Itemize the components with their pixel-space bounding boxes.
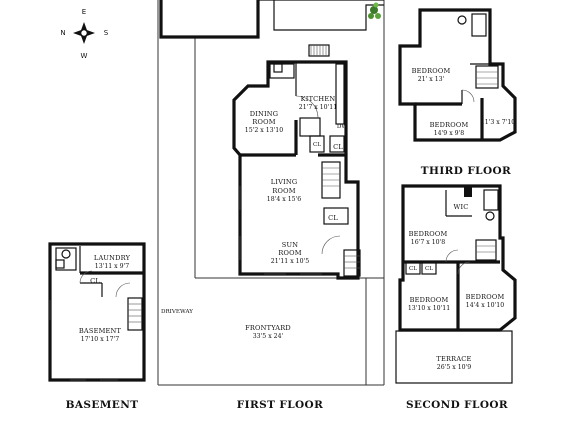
dining-room-label-2: ROOM xyxy=(252,118,275,126)
basement-closet-label: CL xyxy=(90,277,100,285)
basement-room-dim: 17'10 x 17'7 xyxy=(81,336,119,343)
second-bedroom-1-dim: 16'7 x 10'8 xyxy=(411,239,446,246)
third-bedroom-1-label: BEDROOM xyxy=(412,67,451,75)
compass-label-w: W xyxy=(81,52,88,60)
third-bedroom-3-dim: 11'3 x 7'10 xyxy=(481,119,516,126)
second-bedroom-2-dim: 13'10 x 10'11 xyxy=(408,305,450,312)
third-floor-plan: BEDROOM 21' x 13' BEDROOM 14'9 x 9'8 11'… xyxy=(398,8,517,142)
compass-label-s: S xyxy=(104,29,109,37)
basement-title: BASEMENT xyxy=(66,399,139,411)
first-closet-a-label: CL xyxy=(313,142,321,148)
driveway-label: DRIVEWAY xyxy=(161,309,193,315)
third-bedroom-2-dim: 14'9 x 9'8 xyxy=(434,130,465,137)
first-floor-title: FIRST FLOOR xyxy=(237,399,323,411)
second-bedroom-3-dim: 14'4 x 10'10 xyxy=(466,302,504,309)
first-closet-b-label: CL xyxy=(333,143,343,151)
sun-room-label-2: ROOM xyxy=(278,249,301,257)
second-floor-plan: WIC BEDROOM 16'7 x 10'8 CL CL BEDROOM 13… xyxy=(395,184,517,384)
second-bedroom-1-label: BEDROOM xyxy=(409,230,448,238)
first-closet-c-label: CL xyxy=(328,214,338,222)
walk-in-closet-label: WIC xyxy=(453,203,468,211)
living-room-label-2: ROOM xyxy=(272,187,295,195)
kitchen-dim: 21'7 x 10'11 xyxy=(299,104,337,111)
sun-room-dim: 21'11 x 10'5 xyxy=(271,258,309,265)
basement-room-label: BASEMENT xyxy=(79,327,122,335)
third-bedroom-2-label: BEDROOM xyxy=(430,121,469,129)
frontyard-label: FRONTYARD xyxy=(245,324,291,332)
living-room-label-1: LIVING xyxy=(271,178,298,186)
lot-lines xyxy=(157,0,385,386)
dining-room-label-1: DINING xyxy=(250,110,279,118)
kitchen-label: KITCHEN xyxy=(301,95,336,103)
second-bedroom-3-label: BEDROOM xyxy=(466,293,505,301)
exterior-stairs xyxy=(308,44,330,57)
terrace-dim: 26'5 x 10'9 xyxy=(437,364,472,371)
second-floor-title: SECOND FLOOR xyxy=(406,399,508,411)
first-floor-plan: DINING ROOM 15'2 x 13'10 KITCHEN 21'7 x … xyxy=(232,60,361,280)
basement-plan: LAUNDRY 13'11 x 9'7 CL BASEMENT 17'10 x … xyxy=(48,242,146,382)
third-floor-title: THIRD FLOOR xyxy=(421,165,511,177)
second-closet-b-label: CL xyxy=(425,266,433,272)
plant-icon xyxy=(368,2,381,19)
terrace-label: TERRACE xyxy=(436,355,471,363)
dishwasher-label: DW xyxy=(337,124,347,130)
frontyard-dim: 33'5 x 24' xyxy=(253,333,284,340)
laundry-label: LAUNDRY xyxy=(94,254,131,262)
compass-label-e: E xyxy=(82,8,86,16)
compass-rose: E W N S xyxy=(60,8,108,60)
third-bedroom-1-dim: 21' x 13' xyxy=(418,76,445,83)
dining-room-dim: 15'2 x 13'10 xyxy=(245,127,283,134)
laundry-dim: 13'11 x 9'7 xyxy=(95,263,130,270)
second-closet-a-label: CL xyxy=(409,266,417,272)
sun-room-label-1: SUN xyxy=(282,241,298,249)
compass-icon xyxy=(73,22,95,44)
living-room-dim: 18'4 x 15'6 xyxy=(267,196,302,203)
second-bedroom-2-label: BEDROOM xyxy=(410,296,449,304)
compass-label-n: N xyxy=(60,29,65,37)
